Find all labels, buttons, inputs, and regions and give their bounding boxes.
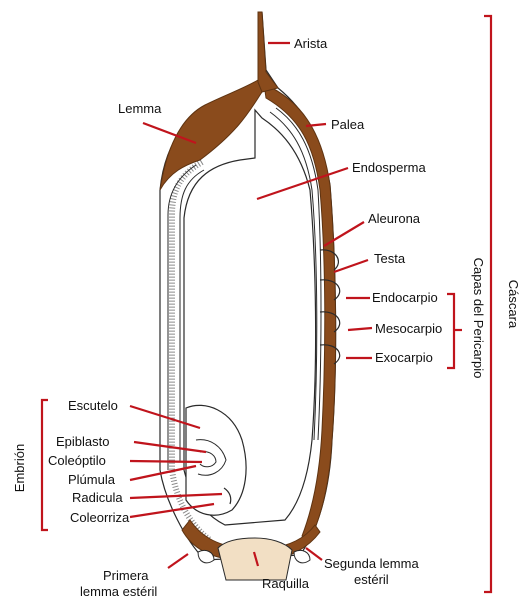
label-endosperma: Endosperma bbox=[352, 160, 426, 175]
label-escutelo: Escutelo bbox=[68, 398, 118, 413]
label-segunda-lemma-2: estéril bbox=[354, 572, 389, 587]
label-aleurona: Aleurona bbox=[368, 211, 421, 226]
label-primera-lemma-1: Primera bbox=[103, 568, 149, 583]
label-lemma: Lemma bbox=[118, 101, 162, 116]
label-arista: Arista bbox=[294, 36, 328, 51]
group-capas-pericarpio: Capas del Pericarpio bbox=[471, 258, 486, 379]
label-testa: Testa bbox=[374, 251, 406, 266]
arista-awn bbox=[258, 12, 278, 92]
label-exocarpio: Exocarpio bbox=[375, 350, 433, 365]
label-raquilla: Raquilla bbox=[262, 576, 310, 591]
label-endocarpio: Endocarpio bbox=[372, 290, 438, 305]
label-primera-lemma-2: lemma estéril bbox=[80, 584, 157, 599]
label-epiblasto: Epiblasto bbox=[56, 434, 109, 449]
label-mesocarpio: Mesocarpio bbox=[375, 321, 442, 336]
label-plumula: Plúmula bbox=[68, 472, 116, 487]
label-palea: Palea bbox=[331, 117, 365, 132]
label-coleorriza: Coleorriza bbox=[70, 510, 130, 525]
pericarpio-bracket bbox=[447, 294, 454, 368]
label-segunda-lemma-1: Segunda lemma bbox=[324, 556, 419, 571]
label-coleoptilo: Coleóptilo bbox=[48, 453, 106, 468]
group-embrion: Embrión bbox=[12, 444, 27, 492]
group-cascara: Cáscara bbox=[506, 280, 521, 329]
label-radicula: Radicula bbox=[72, 490, 123, 505]
